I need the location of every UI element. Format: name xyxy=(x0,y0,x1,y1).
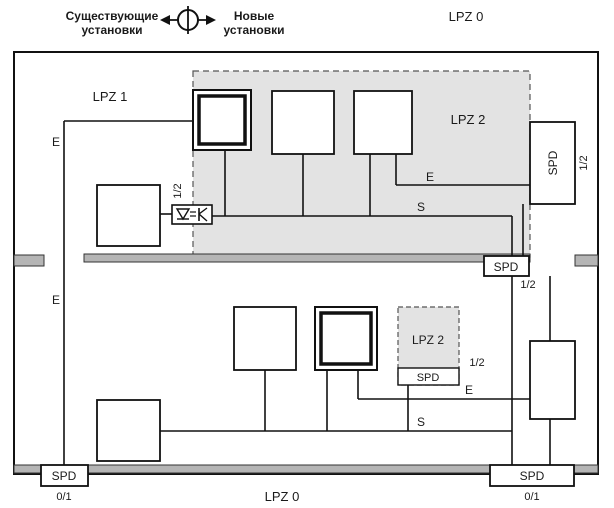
wiring xyxy=(63,120,551,465)
existing-device-upper xyxy=(192,89,252,151)
new-device-lower-1 xyxy=(233,306,297,371)
isolator-icon xyxy=(171,204,213,225)
spd-right-vertical-box xyxy=(529,121,576,205)
legend-new-line2: установки xyxy=(224,23,285,37)
label-e-lower-left: E xyxy=(52,293,60,307)
spd-right-vertical-label: SPD xyxy=(546,150,560,175)
ratio-bottom-right: 0/1 xyxy=(524,491,539,503)
existing-new-legend-icon xyxy=(160,6,216,34)
new-device-upper-2 xyxy=(271,90,335,155)
zone-lpz1: LPZ 1 xyxy=(93,89,128,104)
legend-existing-line2: установки xyxy=(82,23,143,37)
new-device-upper-3 xyxy=(353,90,413,155)
spd-mid-right-box xyxy=(483,255,530,277)
ratio-lower-lpz2: 1/2 xyxy=(469,357,484,369)
wall-stub-right xyxy=(574,254,599,267)
zone-lpz2-lower: LPZ 2 xyxy=(412,333,444,347)
label-s-lower: S xyxy=(417,415,425,429)
legend-new-line1: Новые xyxy=(234,9,275,23)
zone-lpz2-upper: LPZ 2 xyxy=(451,112,486,127)
new-device-left-upper xyxy=(96,184,161,247)
spd-bottom-right-box xyxy=(489,464,575,487)
spd-bottom-left-box xyxy=(40,464,89,487)
zone-lpz0-top: LPZ 0 xyxy=(449,9,484,24)
label-s-upper: S xyxy=(417,200,425,214)
existing-device-lower xyxy=(314,306,378,371)
label-e-upper-right: E xyxy=(426,170,434,184)
ground-slab xyxy=(13,464,599,474)
ratio-bottom-left: 0/1 xyxy=(56,491,71,503)
spd-bottom-right-label: SPD xyxy=(520,469,545,483)
ratio-right-spd: 1/2 xyxy=(578,155,590,170)
ratio-mid-spd: 1/2 xyxy=(520,279,535,291)
spd-mid-right-label: SPD xyxy=(494,260,519,274)
spd-lower-right-vertical-box xyxy=(529,340,576,420)
ratio-isolator: 1/2 xyxy=(172,183,184,198)
wall-stub-left xyxy=(13,254,45,267)
spd-lower-lpz2-label: SPD xyxy=(417,372,440,384)
label-e-upper-left: E xyxy=(52,135,60,149)
new-device-left-lower xyxy=(96,399,161,462)
spd-lower-lpz2-box xyxy=(397,367,460,386)
spd-bottom-left-label: SPD xyxy=(52,469,77,483)
legend-existing-line1: Существующие xyxy=(66,9,159,23)
label-e-lower-right: E xyxy=(465,383,473,397)
floor-slab xyxy=(83,253,531,263)
zone-lpz0-bottom: LPZ 0 xyxy=(265,489,300,504)
